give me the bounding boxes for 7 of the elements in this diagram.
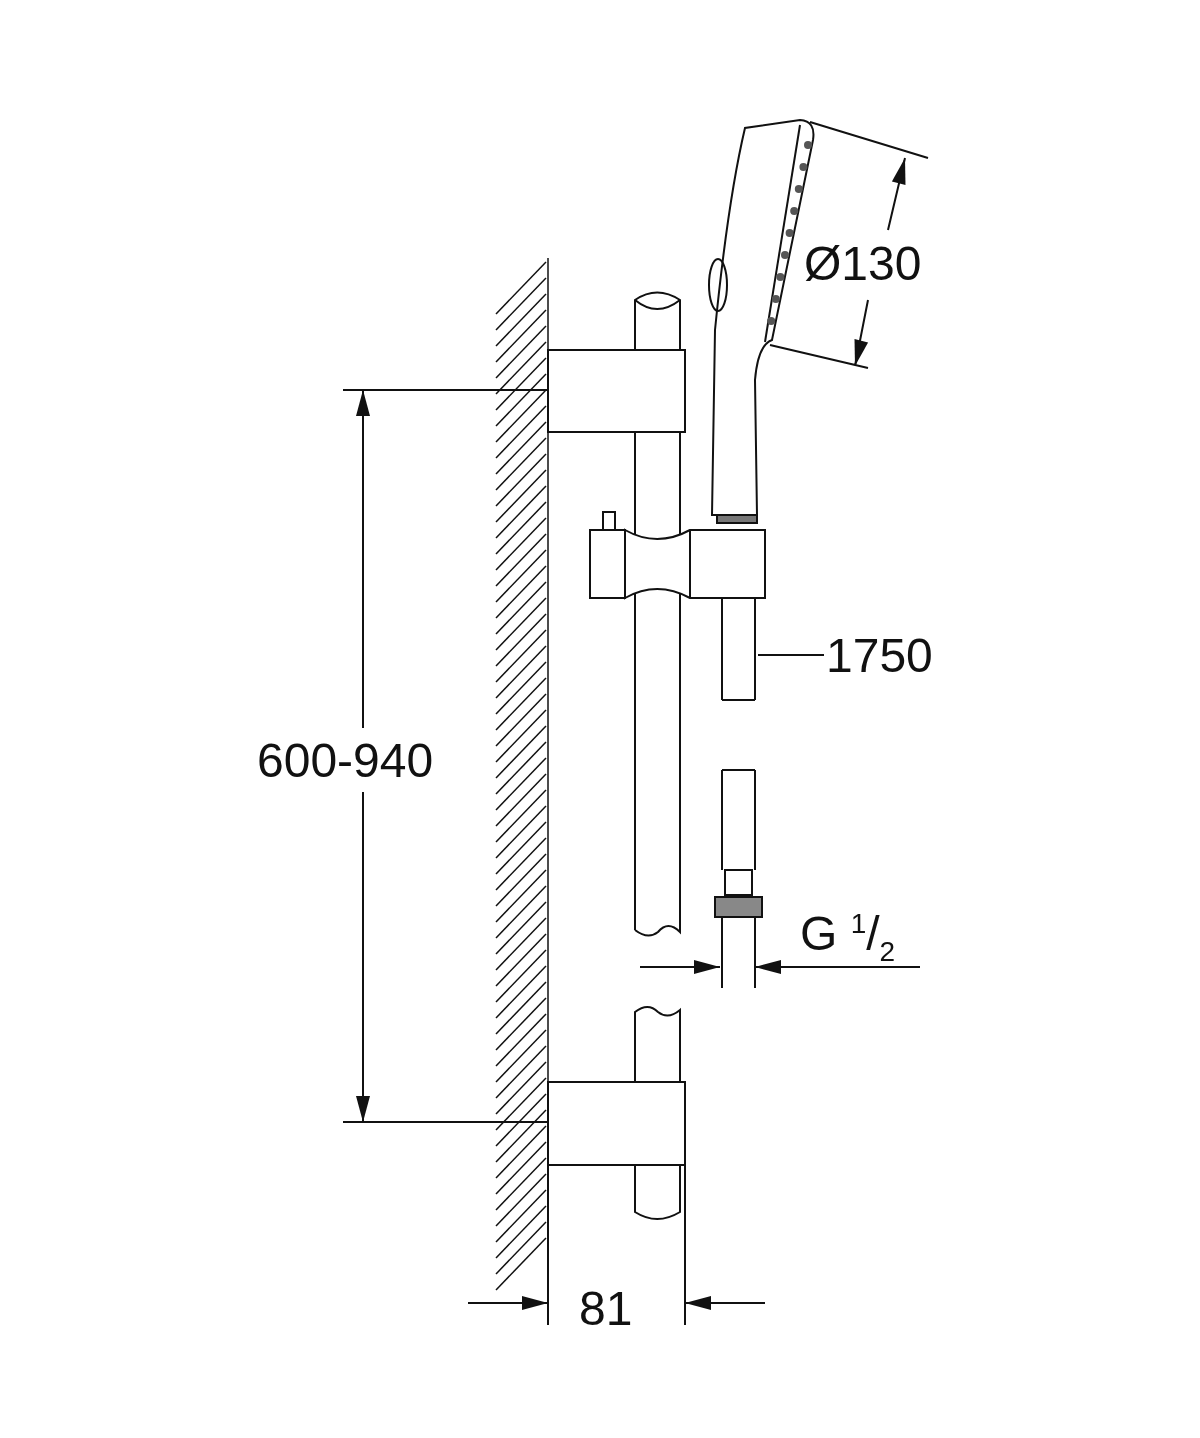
- dimension-label: 81: [579, 1285, 633, 1333]
- dimension-label: Ø130: [804, 240, 922, 288]
- dimension-label: 1750: [826, 632, 933, 680]
- leader-line: [757, 654, 825, 656]
- dimension-label: 600-940: [257, 737, 434, 785]
- dimension-label: G $^{1}$/$_{2}$: [800, 910, 896, 966]
- hose-drawing: [714, 597, 763, 989]
